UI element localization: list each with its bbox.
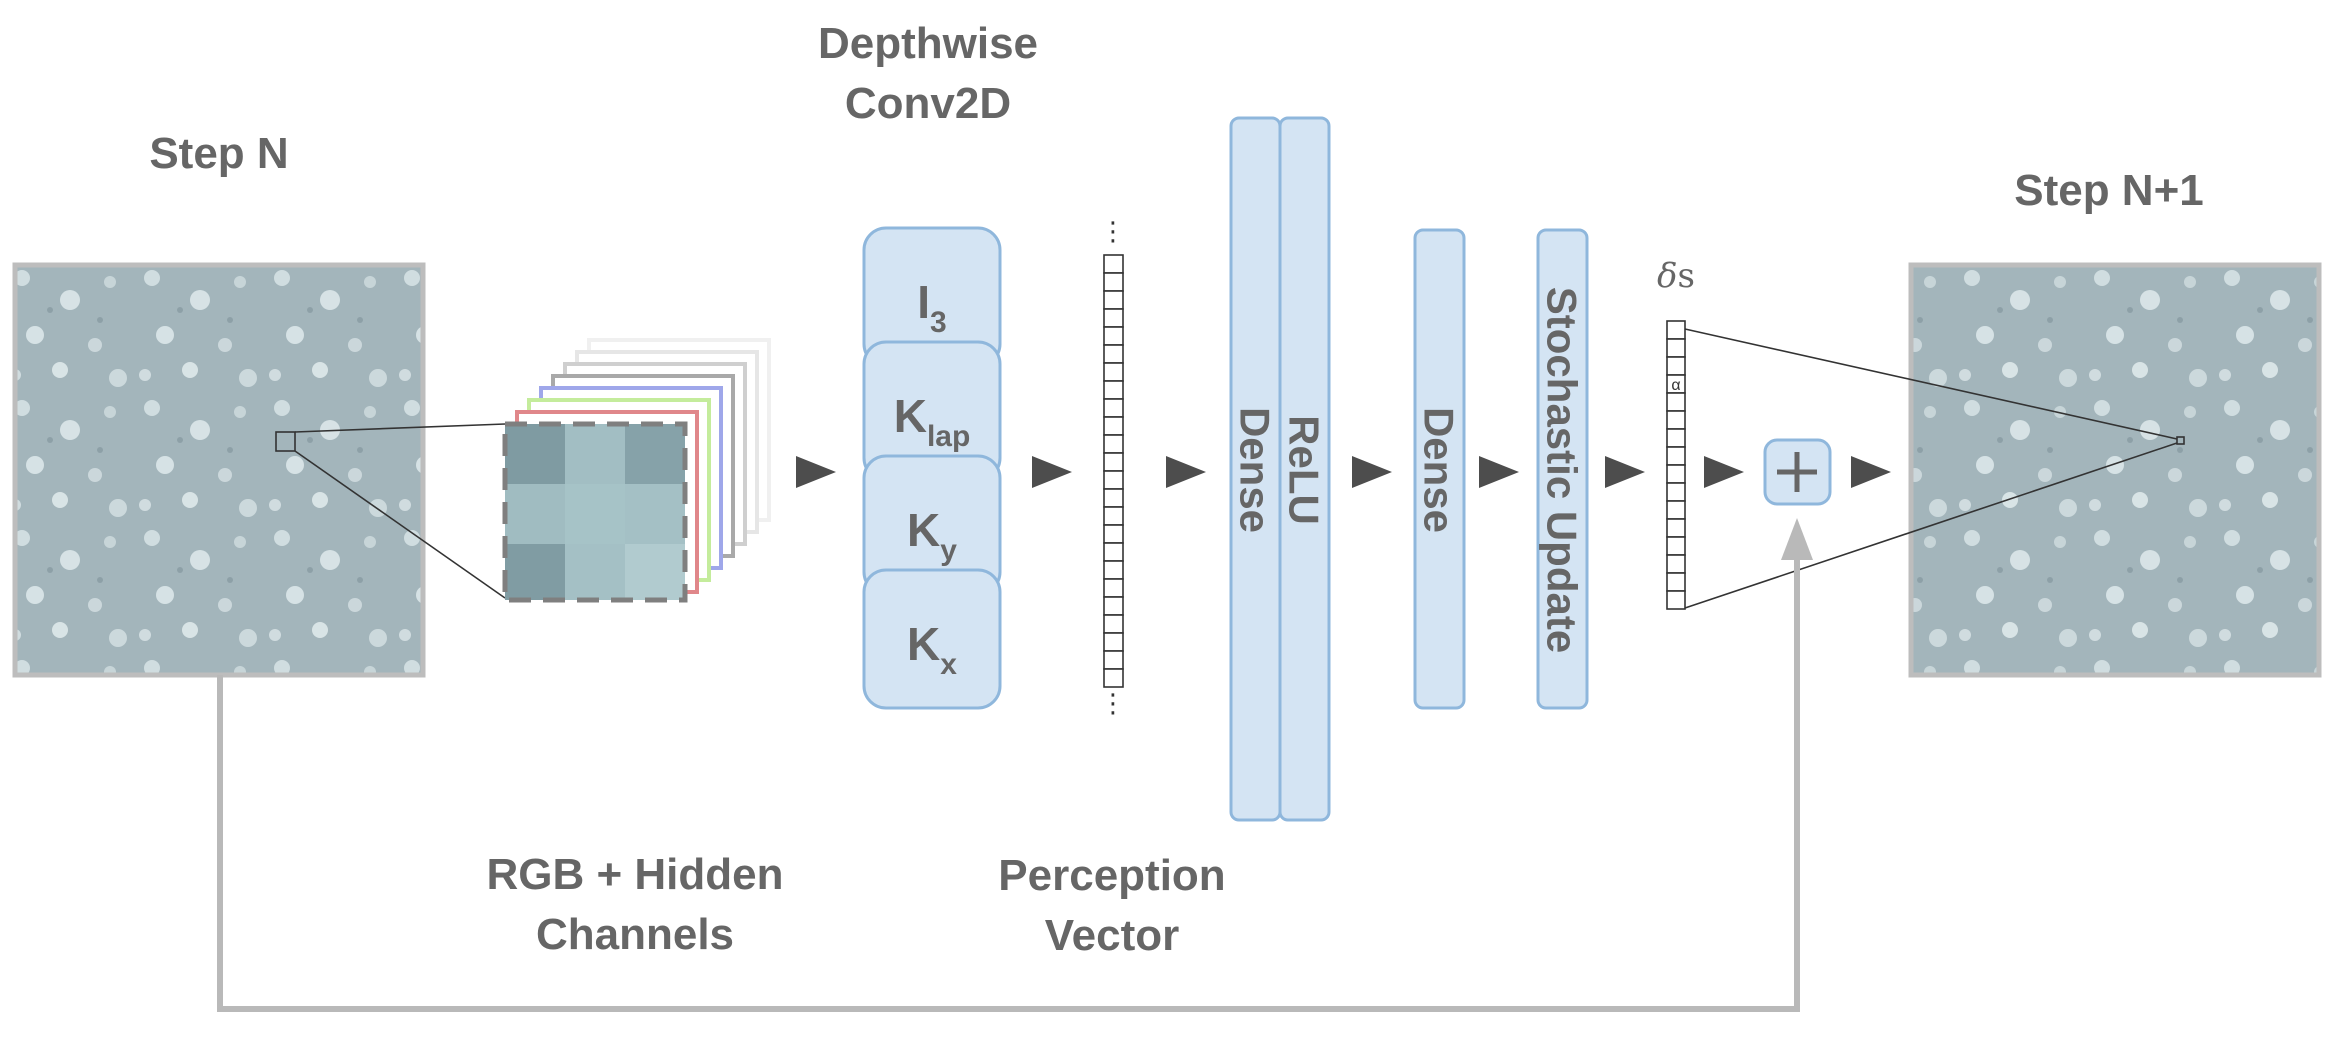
arrow-7 — [1704, 456, 1744, 488]
arrow-5 — [1479, 456, 1519, 488]
channels-label-1: RGB + Hidden — [486, 850, 783, 899]
dense-layer-2: Dense — [1413, 228, 1466, 710]
svg-text:Dense: Dense — [1232, 407, 1279, 533]
perception-cell — [1103, 542, 1124, 562]
stochastic-update-layer: Stochastic Update — [1536, 228, 1589, 710]
perception-cell — [1103, 416, 1124, 436]
perception-cell — [1103, 470, 1124, 490]
delta-hidden-cell — [1666, 518, 1686, 538]
delta-rgb-cell — [1666, 356, 1686, 376]
add-node — [1763, 438, 1832, 506]
delta-s-vector: α — [1666, 320, 1686, 610]
perception-cell — [1103, 596, 1124, 616]
channel-stack — [502, 338, 771, 603]
svg-text:Kx: Kx — [907, 618, 957, 681]
zoom-line-bottom — [294, 450, 506, 599]
perception-cell — [1103, 560, 1124, 580]
step-n-image — [12, 262, 426, 678]
perception-ellipsis-bottom: ⋮ — [1100, 688, 1126, 718]
arrow-4 — [1352, 456, 1392, 488]
perception-cell — [1103, 308, 1124, 328]
delta-hidden-cell — [1666, 536, 1686, 556]
perception-cell — [1103, 578, 1124, 598]
delta-rgb-cell — [1666, 320, 1686, 340]
perception-cell — [1103, 434, 1124, 454]
delta-hidden-cell — [1666, 590, 1686, 610]
perception-cell — [1103, 362, 1124, 382]
delta-hidden-cell — [1666, 572, 1686, 592]
step-n1-cell-marker — [2176, 436, 2185, 445]
kernel-k-x: Kx — [862, 568, 1002, 710]
zoom-line-top — [294, 423, 506, 433]
svg-text:Ky: Ky — [907, 504, 957, 567]
perception-cell — [1103, 614, 1124, 634]
step-n1-title: Step N+1 — [2014, 166, 2204, 215]
delta-hidden-cell — [1666, 482, 1686, 502]
delta-hidden-cell — [1666, 392, 1686, 412]
delta-hidden-cell — [1666, 446, 1686, 466]
arrow-3 — [1166, 456, 1206, 488]
svg-text:ReLU: ReLU — [1281, 415, 1328, 525]
arrow-1 — [796, 456, 836, 488]
perception-vector — [1103, 254, 1124, 688]
perception-cell — [1103, 290, 1124, 310]
step-n-title: Step N — [149, 129, 288, 178]
delta-rgb-cell — [1666, 338, 1686, 358]
perception-cell — [1103, 668, 1124, 688]
perception-cell — [1103, 524, 1124, 544]
kernel-k-lap: Klap — [862, 340, 1002, 482]
arrow-8 — [1851, 456, 1891, 488]
perception-cell — [1103, 254, 1124, 274]
depthwise-title-1: Depthwise — [818, 19, 1038, 68]
delta-hidden-cell — [1666, 428, 1686, 448]
update-line-bottom — [1684, 442, 2178, 609]
channels-label-2: Channels — [536, 910, 734, 959]
arrow-6 — [1605, 456, 1645, 488]
svg-text:I3: I3 — [917, 276, 946, 339]
alpha-label: α — [1671, 377, 1680, 394]
neighborhood-grid — [502, 421, 688, 603]
perception-cell — [1103, 344, 1124, 364]
delta-hidden-cell — [1666, 410, 1686, 430]
perception-label-1: Perception — [998, 851, 1225, 900]
update-line-top — [1684, 328, 2178, 440]
residual-arrowhead — [1781, 518, 1813, 560]
delta-hidden-cell — [1666, 500, 1686, 520]
depthwise-title-2: Conv2D — [845, 79, 1011, 128]
perception-cell — [1103, 506, 1124, 526]
svg-text:Dense: Dense — [1416, 407, 1463, 533]
perception-label-2: Vector — [1045, 911, 1180, 960]
delta-hidden-cell — [1666, 554, 1686, 574]
perception-cell — [1103, 488, 1124, 508]
perception-cell — [1103, 326, 1124, 346]
step-n1-image — [1908, 262, 2322, 678]
perception-cell — [1103, 452, 1124, 472]
svg-text:Klap: Klap — [894, 390, 971, 453]
kernel-k-y: Ky — [862, 454, 1002, 596]
step-n-cell-marker — [275, 431, 296, 452]
arrow-2 — [1032, 456, 1072, 488]
perception-cell — [1103, 272, 1124, 292]
relu-layer: ReLU — [1278, 116, 1331, 822]
perception-cell — [1103, 632, 1124, 652]
residual-connection — [217, 556, 1800, 1012]
dense-layer-1: Dense — [1229, 116, 1282, 822]
delta-hidden-cell — [1666, 464, 1686, 484]
perception-cell — [1103, 380, 1124, 400]
delta-s-label: δs — [1657, 256, 1695, 296]
perception-ellipsis-top: ⋮ — [1100, 216, 1126, 246]
perception-cell — [1103, 650, 1124, 670]
perception-cell — [1103, 398, 1124, 418]
svg-text:Stochastic Update: Stochastic Update — [1539, 287, 1586, 653]
